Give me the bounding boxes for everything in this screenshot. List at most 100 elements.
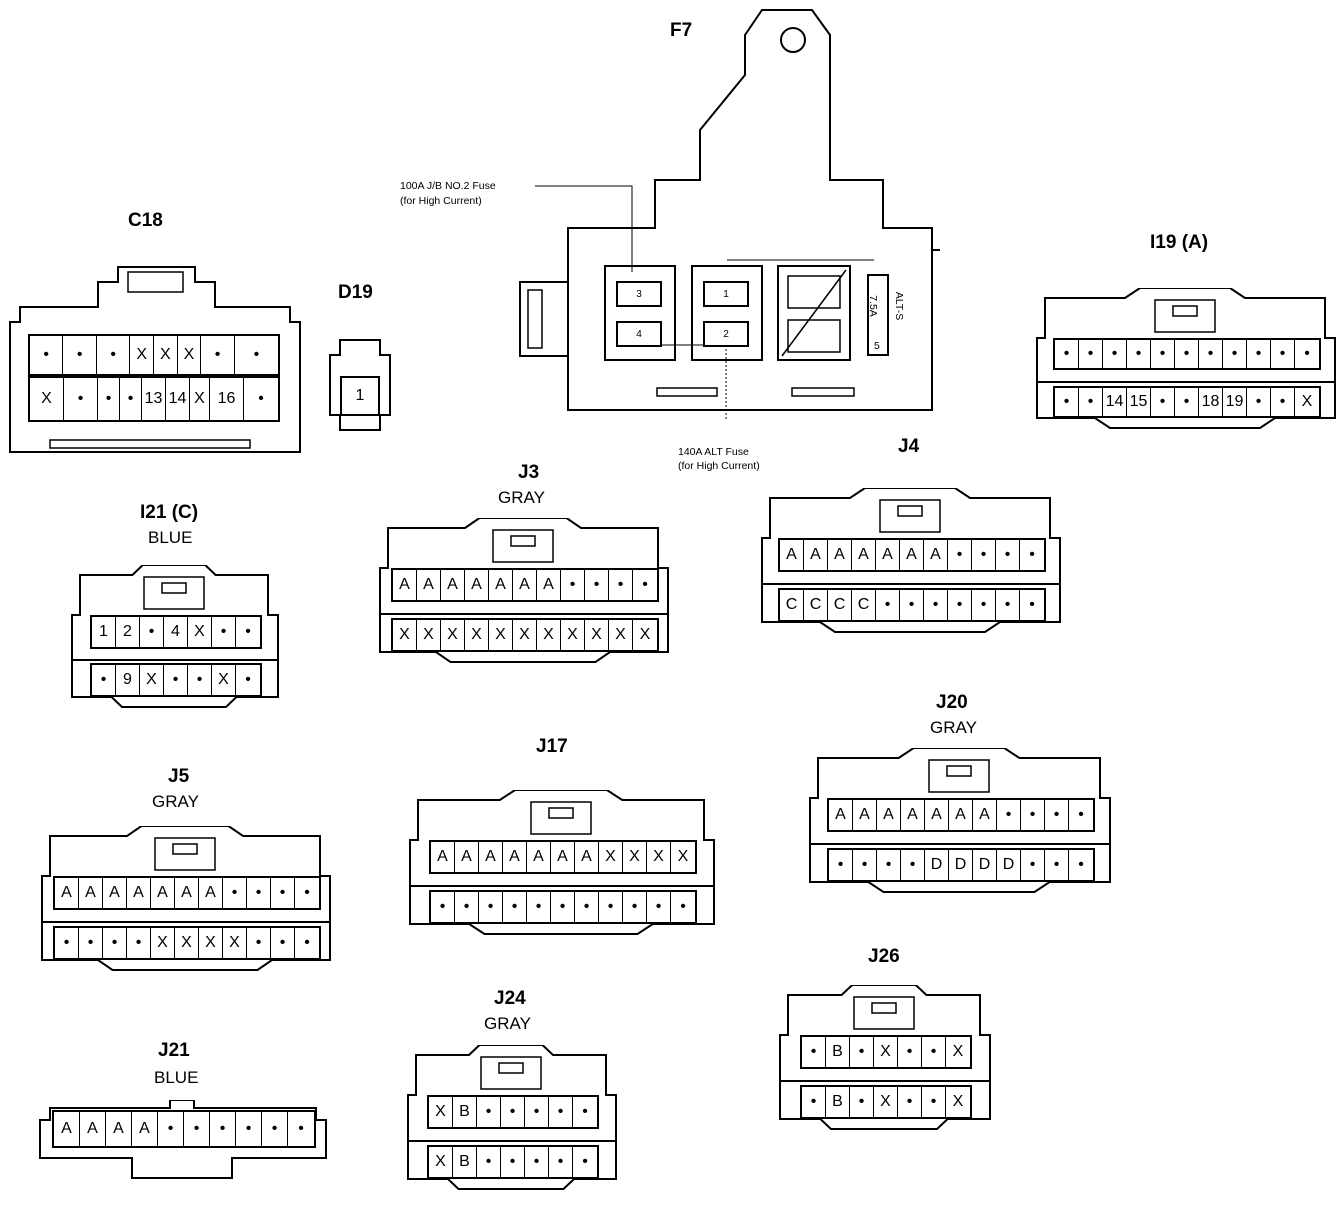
j20-color: GRAY <box>930 718 977 737</box>
j21-pin: A <box>80 1112 106 1146</box>
j24-pin: • <box>525 1147 549 1177</box>
j24-title: J24 <box>494 988 526 1009</box>
j26-row-2: •B•X••X <box>800 1085 972 1119</box>
c18-pin: X <box>30 378 64 420</box>
c18-pin: 13 <box>142 378 166 420</box>
i19-pin: • <box>1055 388 1079 416</box>
j17-pin: A <box>431 842 455 872</box>
j3-housing <box>379 518 669 663</box>
j4-pin: A <box>852 540 876 570</box>
i19-pin: 19 <box>1223 388 1247 416</box>
j24-housing <box>407 1045 617 1190</box>
j3-pin: A <box>489 570 513 600</box>
d19-title: D19 <box>338 282 373 303</box>
j20-title: J20 <box>936 692 968 713</box>
j20-housing <box>809 748 1111 893</box>
j4-pin: • <box>948 540 972 570</box>
f7-title: F7 <box>670 20 693 41</box>
i19-pin: • <box>1055 340 1079 368</box>
c18-row-1: • • • X X X • • <box>28 334 280 376</box>
j17-row-2: ••••••••••• <box>429 890 697 924</box>
j21-pin: • <box>184 1112 210 1146</box>
j26-pin: • <box>802 1037 826 1067</box>
j3-pin: X <box>609 620 633 650</box>
c18-pin: • <box>120 378 142 420</box>
j24-pin: • <box>501 1147 525 1177</box>
i19-title: I19 (A) <box>1150 232 1209 253</box>
j17-pin: A <box>527 842 551 872</box>
j24-pin: • <box>477 1147 501 1177</box>
f7-terminal-3: 3 <box>616 281 662 307</box>
i19-pin: • <box>1151 388 1175 416</box>
i19-pin: • <box>1079 340 1103 368</box>
f7-100a-sub: (for High Current) <box>400 195 482 207</box>
i19-pin: 14 <box>1103 388 1127 416</box>
i19-pin: • <box>1151 340 1175 368</box>
j26-pin: X <box>874 1037 898 1067</box>
c18-pin: • <box>201 336 235 374</box>
i21-pin: • <box>212 617 236 647</box>
j4-pin: • <box>972 590 996 620</box>
d19-row-1: 1 <box>340 376 380 416</box>
j17-pin: X <box>647 842 671 872</box>
j3-pin: • <box>642 576 648 593</box>
j24-pin: • <box>549 1147 573 1177</box>
j21-pin: • <box>236 1112 262 1146</box>
j17-pin: A <box>479 842 503 872</box>
c18-pin: X <box>130 336 155 374</box>
j5-pin: • <box>247 878 271 908</box>
j20-pin: A <box>901 800 925 830</box>
j24-pin: • <box>477 1097 501 1127</box>
j17-pin: • <box>680 898 686 915</box>
i19-pin: • <box>1247 388 1271 416</box>
j26-pin: • <box>802 1087 826 1117</box>
j17-pin: X <box>599 842 623 872</box>
j20-pin: A <box>877 800 901 830</box>
j4-pin: C <box>780 590 804 620</box>
j21-pin: • <box>262 1112 288 1146</box>
j17-pin: • <box>599 892 623 922</box>
j20-pin: • <box>1045 850 1069 880</box>
i19-pin: • <box>1103 340 1127 368</box>
j26-pin: • <box>850 1087 874 1117</box>
j17-pin: • <box>647 892 671 922</box>
j3-pin: • <box>609 570 633 600</box>
j5-pin: A <box>127 878 151 908</box>
j5-pin: • <box>271 878 295 908</box>
j20-pin: • <box>877 850 901 880</box>
i21-housing <box>71 565 279 708</box>
j26-title: J26 <box>868 946 900 967</box>
j5-pin: • <box>79 928 103 958</box>
j4-pin: • <box>1029 546 1035 563</box>
j5-pin: X <box>199 928 223 958</box>
j4-title: J4 <box>898 436 920 457</box>
i19-pin: • <box>1271 340 1295 368</box>
j21-pin: • <box>298 1120 304 1137</box>
j4-pin: A <box>900 540 924 570</box>
j3-pin: X <box>639 626 651 643</box>
j17-pin: X <box>623 842 647 872</box>
c18-title: C18 <box>128 210 163 231</box>
j26-pin: X <box>874 1087 898 1117</box>
c18-pin: 16 <box>210 378 244 420</box>
j4-pin: • <box>996 540 1020 570</box>
f7-140a-label: 140A ALT Fuse <box>678 446 749 458</box>
j20-pin: • <box>1021 850 1045 880</box>
j4-pin: • <box>972 540 996 570</box>
j4-pin: • <box>900 590 924 620</box>
j21-title: J21 <box>158 1040 190 1061</box>
j4-pin: • <box>1029 596 1035 613</box>
j17-pin: • <box>431 892 455 922</box>
j3-pin: A <box>441 570 465 600</box>
j4-pin: A <box>780 540 804 570</box>
i19-pin: X <box>1301 393 1313 410</box>
